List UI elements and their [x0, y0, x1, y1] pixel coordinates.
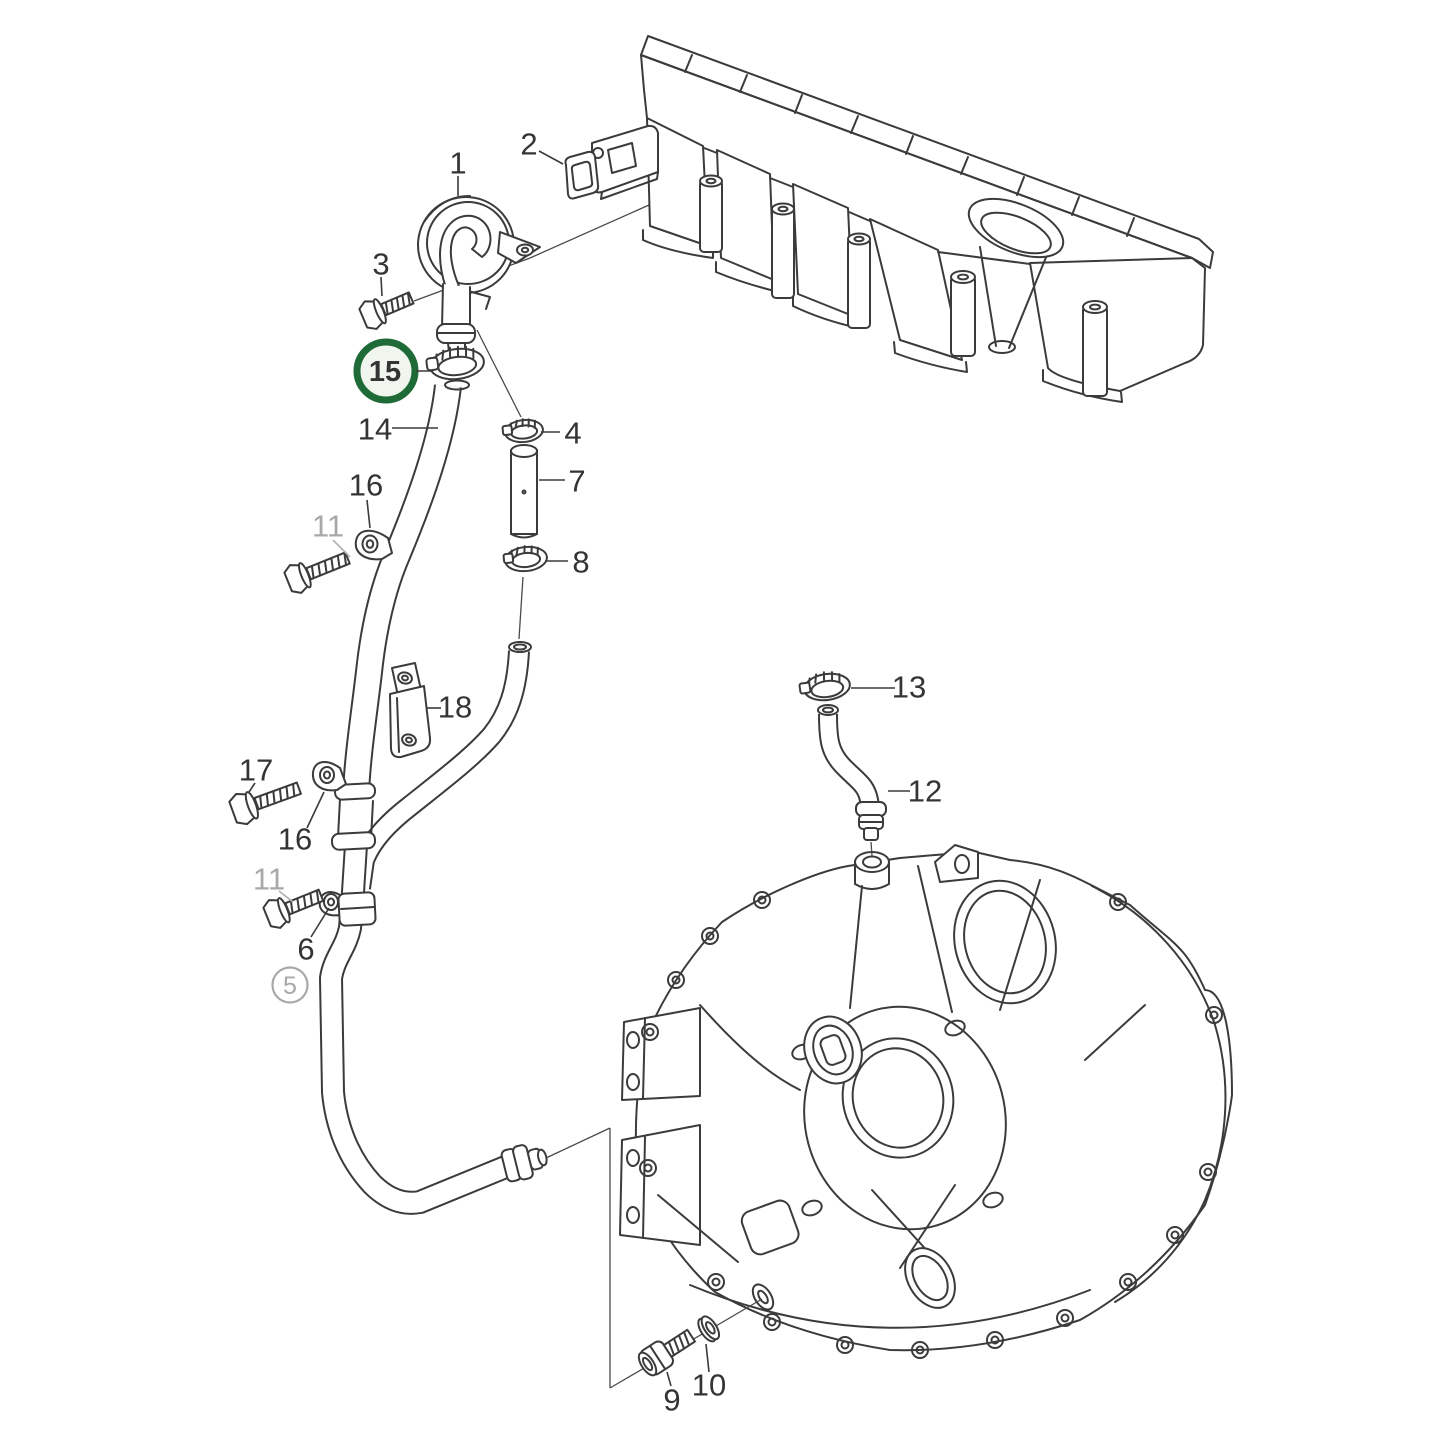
- flywheel-housing-drawing: [619, 844, 1233, 1359]
- callout-10: 10: [692, 1368, 726, 1403]
- callout-labels: 1 2 3 4 5 6 7 8 9 10 11 11 12 13 14 15 1…: [239, 127, 942, 1418]
- bolt-9-boss: [751, 1283, 775, 1311]
- valve-cover-ridge-ribs: [684, 54, 1135, 237]
- valve-cover-drawing: [591, 35, 1214, 403]
- valve-cover-tower: [716, 149, 775, 281]
- clamp-6-drawing: [318, 891, 377, 927]
- callout-5: 5: [283, 972, 297, 1000]
- callout-15-highlighted: 15: [369, 356, 401, 388]
- callout-16-upper: 16: [349, 468, 383, 503]
- gasket-2-drawing: [564, 150, 600, 200]
- bolt-3-drawing: [358, 291, 415, 330]
- callout-13: 13: [892, 670, 926, 705]
- clamp-15-drawing: [425, 345, 485, 381]
- clamp-13-drawing: [798, 671, 851, 702]
- bolt-9-drawing: [637, 1328, 696, 1377]
- callout-leaders: [248, 150, 910, 1387]
- pipe-7-drawing: [510, 444, 538, 539]
- hose-12-boss: [854, 851, 890, 890]
- clamp-16-upper-drawing: [354, 529, 393, 561]
- bolt-11-upper-drawing: [283, 551, 351, 594]
- callout-17: 17: [239, 753, 273, 788]
- valve-cover-tower: [869, 218, 963, 361]
- clamp-8-drawing: [502, 545, 548, 573]
- callout-11-lower: 11: [253, 862, 285, 897]
- callout-18: 18: [438, 690, 472, 725]
- bracket-18-drawing: [389, 662, 432, 759]
- bolt-17-drawing: [228, 781, 302, 826]
- breather-gooseneck: [439, 214, 492, 289]
- pipe-end-fitting: [500, 1144, 548, 1183]
- callout-8: 8: [572, 545, 589, 580]
- callout-1: 1: [449, 146, 466, 181]
- callout-7: 7: [568, 464, 585, 499]
- callout-2: 2: [520, 127, 537, 162]
- callout-3: 3: [372, 247, 389, 282]
- hose-12-drawing: [798, 671, 887, 841]
- callout-4: 4: [564, 416, 581, 451]
- highlight-ring-15: [353, 338, 419, 404]
- vent-pipe-assembly-drawing: [311, 384, 548, 1215]
- oil-filler-opening: [967, 197, 1065, 354]
- callout-12: 12: [908, 774, 942, 809]
- valve-cover-tower: [792, 183, 854, 317]
- callout-14: 14: [358, 412, 392, 447]
- callout-9: 9: [663, 1383, 680, 1418]
- callout-6: 6: [297, 932, 314, 967]
- valve-cover-right-block: [1029, 257, 1206, 392]
- hose-14-top-end: [444, 379, 470, 391]
- housing-bolt-holes: [639, 891, 1223, 1359]
- drain-pipe-branch: [501, 418, 548, 573]
- reference-circle-5: [271, 966, 309, 1004]
- drain-hose-drawing: [349, 641, 532, 890]
- washer-10-drawing: [697, 1315, 721, 1343]
- valve-cover-bolt-posts: [699, 174, 1108, 397]
- hose-12-fitting: [855, 801, 887, 841]
- breather-drawing: [417, 195, 541, 353]
- clamp-16-lower-drawing: [311, 761, 347, 792]
- coupling-sleeve: [330, 782, 377, 851]
- bolt-11-lower-drawing: [262, 888, 325, 929]
- clamp-4-drawing: [501, 418, 544, 444]
- callout-11-upper: 11: [312, 509, 344, 544]
- callout-16-lower: 16: [278, 822, 312, 857]
